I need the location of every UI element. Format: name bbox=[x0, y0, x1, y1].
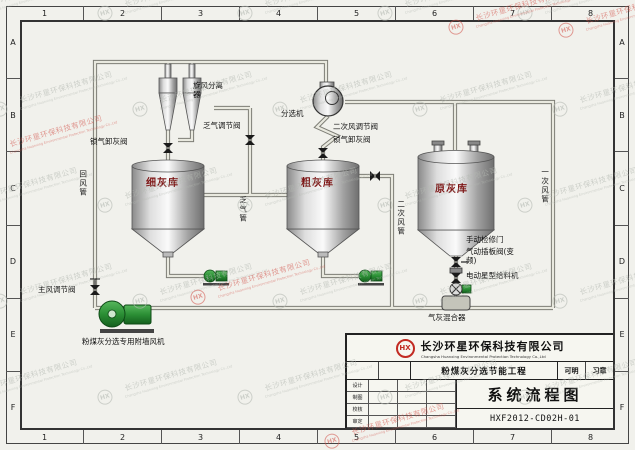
rotary-feeder bbox=[449, 282, 472, 296]
grid-ref-label: 1 bbox=[41, 432, 48, 442]
grid-ref-label: F bbox=[615, 370, 629, 444]
grid-ref-label: D bbox=[6, 224, 20, 298]
grid-ref-label: 4 bbox=[239, 6, 317, 20]
sign-cell bbox=[369, 392, 398, 404]
grid-ref-label: D bbox=[615, 224, 629, 298]
stage-mark-b: 习章 bbox=[585, 362, 613, 379]
company-name-cn: 长沙环星环保科技有限公司 bbox=[420, 339, 565, 353]
grid-ref-label: 6 bbox=[395, 430, 473, 444]
grid-ref-label: 1 bbox=[41, 8, 48, 18]
sorter-machine bbox=[312, 81, 344, 117]
discharge-pumps bbox=[203, 269, 384, 286]
grid-ref-label: 5 bbox=[317, 430, 395, 444]
project-name: 粉煤灰分选节能工程 bbox=[441, 366, 527, 377]
company-name-en: Changsha Huanxing Environmental Protecti… bbox=[420, 353, 546, 359]
grid-ref-label: A bbox=[10, 37, 16, 47]
signature-grid: 设计制图校核审定 bbox=[347, 380, 457, 428]
sign-cell bbox=[427, 392, 456, 404]
title-block-header: HX 长沙环星环保科技有限公司 Changsha Huanxing Enviro… bbox=[347, 335, 613, 362]
revision-cells bbox=[347, 362, 411, 379]
grid-ref-label: E bbox=[615, 297, 629, 371]
grid-ref-label: C bbox=[6, 151, 20, 224]
drawing-number: HXF2012-CD02H-01 bbox=[490, 413, 580, 424]
sign-row-label: 审定 bbox=[347, 416, 369, 428]
sign-cell bbox=[398, 404, 427, 416]
grid-ref-label: C bbox=[615, 151, 629, 224]
sign-cell bbox=[398, 392, 427, 404]
grid-ref-label: 8 bbox=[551, 430, 629, 444]
sign-cell bbox=[369, 416, 398, 428]
sign-cell bbox=[398, 416, 427, 428]
ash-gas-mixer bbox=[441, 295, 471, 311]
sign-cell bbox=[427, 404, 456, 416]
fan-unit bbox=[98, 300, 154, 333]
raw-ash-silo bbox=[416, 140, 496, 257]
valves bbox=[90, 135, 468, 295]
grid-ref-label: 8 bbox=[551, 6, 629, 20]
grid-ref-label: 7 bbox=[473, 6, 551, 20]
sign-cell bbox=[369, 380, 398, 392]
title-block: HX 长沙环星环保科技有限公司 Changsha Huanxing Enviro… bbox=[345, 333, 615, 430]
title-block-body: 设计制图校核审定 系统流程图 HXF2012-CD02H-01 bbox=[347, 380, 613, 428]
grid-ref-label: 5 bbox=[317, 6, 395, 20]
grid-ref-label: 3 bbox=[161, 6, 239, 20]
grid-ref-label: 6 bbox=[395, 6, 473, 20]
sign-cell bbox=[427, 380, 456, 392]
grid-ref-label: F bbox=[6, 370, 20, 444]
grid-ref-label: E bbox=[6, 297, 20, 371]
stage-marks: 可明 习章 bbox=[557, 362, 613, 379]
grid-ref-label: B bbox=[615, 78, 629, 151]
grid-ref-label: 2 bbox=[83, 6, 161, 20]
cyclone-separators bbox=[158, 63, 202, 131]
sign-cell bbox=[398, 380, 427, 392]
sign-row-label: 设计 bbox=[347, 380, 369, 392]
grid-ref-label: B bbox=[6, 78, 20, 151]
grid-ref-label: 3 bbox=[161, 430, 239, 444]
sign-cell bbox=[427, 416, 456, 428]
sign-row-label: 校核 bbox=[347, 404, 369, 416]
company-logo-icon: HX bbox=[395, 338, 415, 358]
grid-ref-label: 2 bbox=[83, 430, 161, 444]
drawing-title: 系统流程图 bbox=[457, 380, 613, 409]
grid-ref-label: 7 bbox=[473, 430, 551, 444]
title-block-right: 系统流程图 HXF2012-CD02H-01 bbox=[457, 380, 613, 428]
fine-ash-silo bbox=[130, 159, 206, 258]
grid-ref-label: A bbox=[619, 37, 625, 47]
sign-cell bbox=[369, 404, 398, 416]
stage-mark-a: 可明 bbox=[564, 366, 579, 375]
grid-ref-label: 4 bbox=[239, 430, 317, 444]
coarse-ash-silo bbox=[285, 159, 361, 258]
title-block-project-row: 粉煤灰分选节能工程 可明 习章 bbox=[347, 362, 613, 380]
sign-row-label: 制图 bbox=[347, 392, 369, 404]
